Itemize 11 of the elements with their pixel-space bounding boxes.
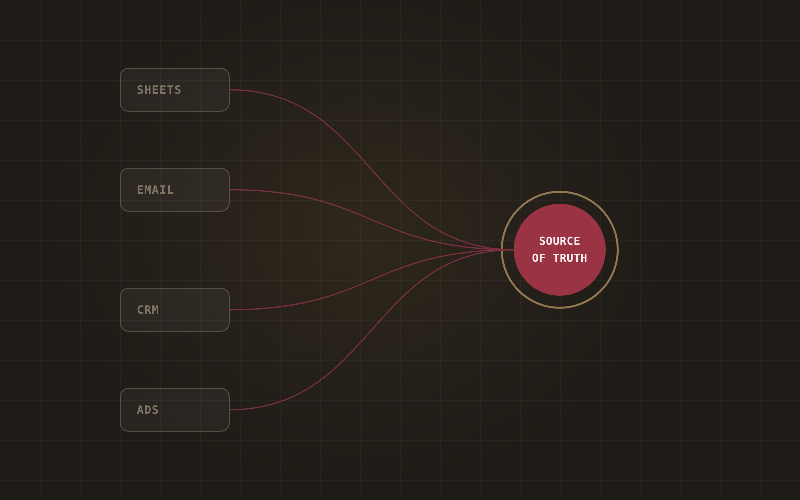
node-label: ADS [137,403,160,417]
node-label: EMAIL [137,183,175,197]
source-box [120,388,230,432]
connector-line [230,249,514,411]
source-box [120,288,230,332]
node-label: SOURCE OF TRUTH [531,234,589,267]
source-box [120,168,230,212]
node-label: CRM [137,303,160,317]
source-box [120,68,230,112]
hub-circle [514,204,606,296]
node-label: SHEETS [137,83,182,97]
